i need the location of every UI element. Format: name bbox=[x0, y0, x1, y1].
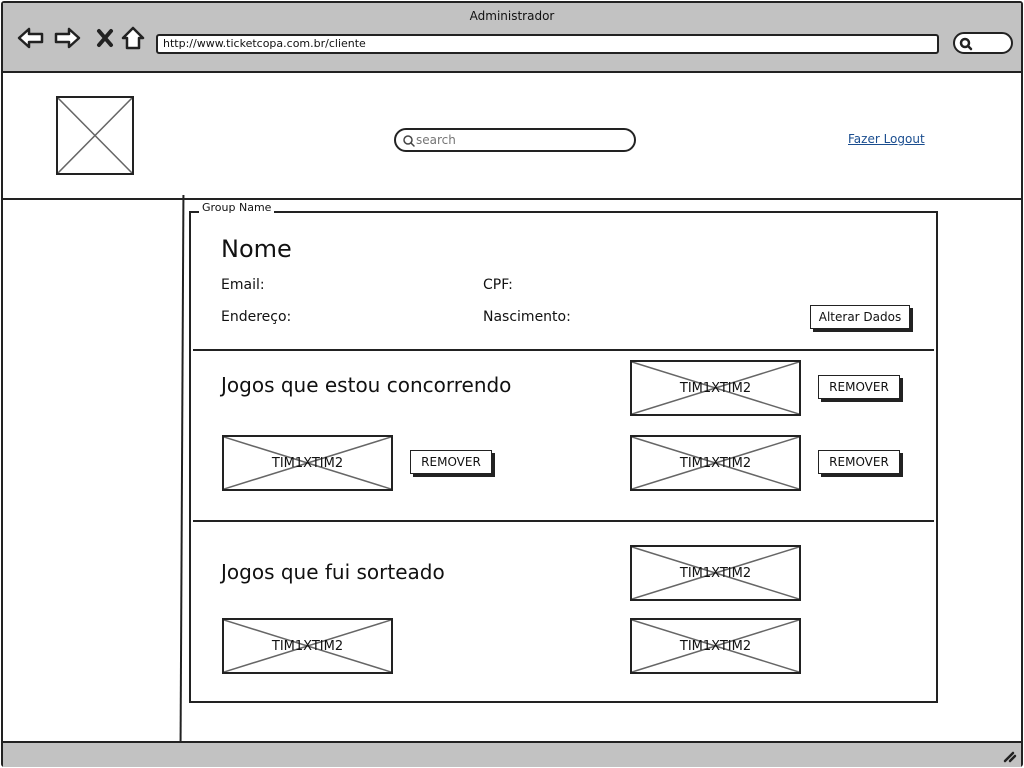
game-label: TIM1XTIM2 bbox=[271, 638, 344, 654]
resize-grip-icon[interactable] bbox=[1001, 747, 1017, 763]
browser-toolbar: Administrador http://www.ticketcopa.com.… bbox=[3, 3, 1021, 73]
section-divider bbox=[193, 520, 934, 522]
game-label: TIM1XTIM2 bbox=[679, 455, 752, 471]
email-label: Email: bbox=[221, 277, 265, 293]
search-icon bbox=[959, 37, 973, 51]
game-label: TIM1XTIM2 bbox=[679, 565, 752, 581]
search-icon bbox=[403, 135, 415, 147]
back-arrow-icon[interactable] bbox=[17, 25, 45, 51]
close-icon[interactable] bbox=[91, 25, 119, 51]
browser-search-field[interactable] bbox=[953, 32, 1013, 54]
logout-link[interactable]: Fazer Logout bbox=[848, 132, 925, 146]
game-placeholder: TIM1XTIM2 bbox=[630, 435, 801, 491]
logo-placeholder bbox=[56, 96, 134, 175]
page-content: Fazer Logout Nome Email: CPF: Endereço: … bbox=[3, 75, 1021, 744]
game-placeholder: TIM1XTIM2 bbox=[222, 618, 393, 674]
client-group-box: Nome Email: CPF: Endereço: Nascimento: A… bbox=[189, 211, 938, 703]
drawn-games-title: Jogos que fui sorteado bbox=[221, 560, 445, 584]
game-label: TIM1XTIM2 bbox=[271, 455, 344, 471]
remove-game-button[interactable]: REMOVER bbox=[410, 450, 492, 474]
sidebar-divider bbox=[179, 194, 185, 744]
section-divider bbox=[193, 349, 934, 351]
window-title: Administrador bbox=[469, 9, 555, 23]
client-name-heading: Nome bbox=[221, 235, 292, 263]
remove-game-button[interactable]: REMOVER bbox=[818, 375, 900, 399]
birthdate-label: Nascimento: bbox=[483, 309, 571, 325]
remove-game-button[interactable]: REMOVER bbox=[818, 450, 900, 474]
group-name-label: Group Name bbox=[199, 201, 275, 214]
forward-arrow-icon[interactable] bbox=[53, 25, 81, 51]
game-placeholder: TIM1XTIM2 bbox=[630, 618, 801, 674]
competing-games-title: Jogos que estou concorrendo bbox=[221, 373, 512, 397]
header-divider bbox=[3, 198, 1021, 200]
status-bar bbox=[3, 741, 1021, 767]
address-label: Endereço: bbox=[221, 309, 292, 325]
address-bar[interactable]: http://www.ticketcopa.com.br/cliente bbox=[156, 34, 939, 54]
search-input[interactable] bbox=[416, 131, 616, 149]
home-icon[interactable] bbox=[119, 25, 147, 51]
search-box[interactable] bbox=[394, 128, 636, 152]
game-placeholder: TIM1XTIM2 bbox=[630, 360, 801, 416]
game-placeholder: TIM1XTIM2 bbox=[222, 435, 393, 491]
cpf-label: CPF: bbox=[483, 277, 513, 293]
game-placeholder: TIM1XTIM2 bbox=[630, 545, 801, 601]
edit-data-button[interactable]: Alterar Dados bbox=[810, 305, 910, 329]
game-label: TIM1XTIM2 bbox=[679, 638, 752, 654]
game-label: TIM1XTIM2 bbox=[679, 380, 752, 396]
